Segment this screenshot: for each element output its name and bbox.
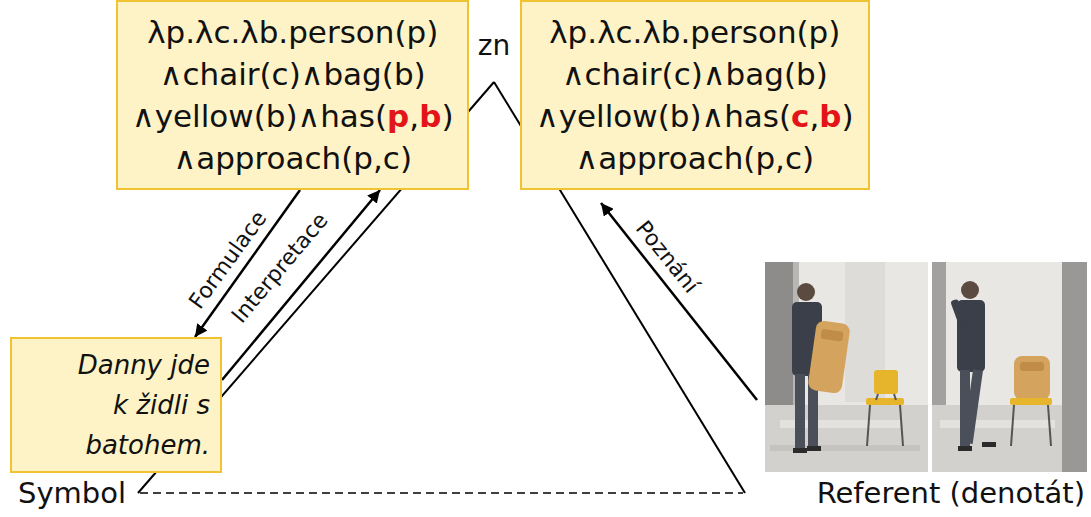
video-frame [765, 262, 928, 472]
vertex-label: zn [478, 29, 510, 63]
arrow-label: Poznání [630, 216, 704, 298]
vertex-label: Symbol [18, 476, 126, 511]
highlight: c [791, 98, 809, 134]
recognition-arrow [601, 203, 757, 400]
formula-text: λp.λc.λb.person(p) ∧chair(c)∧bag(b) ∧yel… [132, 11, 453, 179]
sentence-box: Danny jde k židli s batohem. [10, 337, 222, 473]
sentence-text: Danny jde k židli s batohem. [60, 345, 210, 465]
highlight: b [819, 98, 841, 134]
formula-box: λp.λc.λb.person(p) ∧chair(c)∧bag(b) ∧yel… [520, 0, 870, 190]
highlight: p [387, 98, 409, 134]
video-frame [932, 262, 1087, 472]
formula-text: λp.λc.λb.person(p) ∧chair(c)∧bag(b) ∧yel… [536, 11, 854, 179]
formula-box: λp.λc.λb.person(p) ∧chair(c)∧bag(b) ∧yel… [116, 0, 469, 190]
highlight: b [419, 98, 441, 134]
vertex-label: Referent (denotát) [817, 476, 1085, 511]
dashed-base [140, 492, 743, 494]
